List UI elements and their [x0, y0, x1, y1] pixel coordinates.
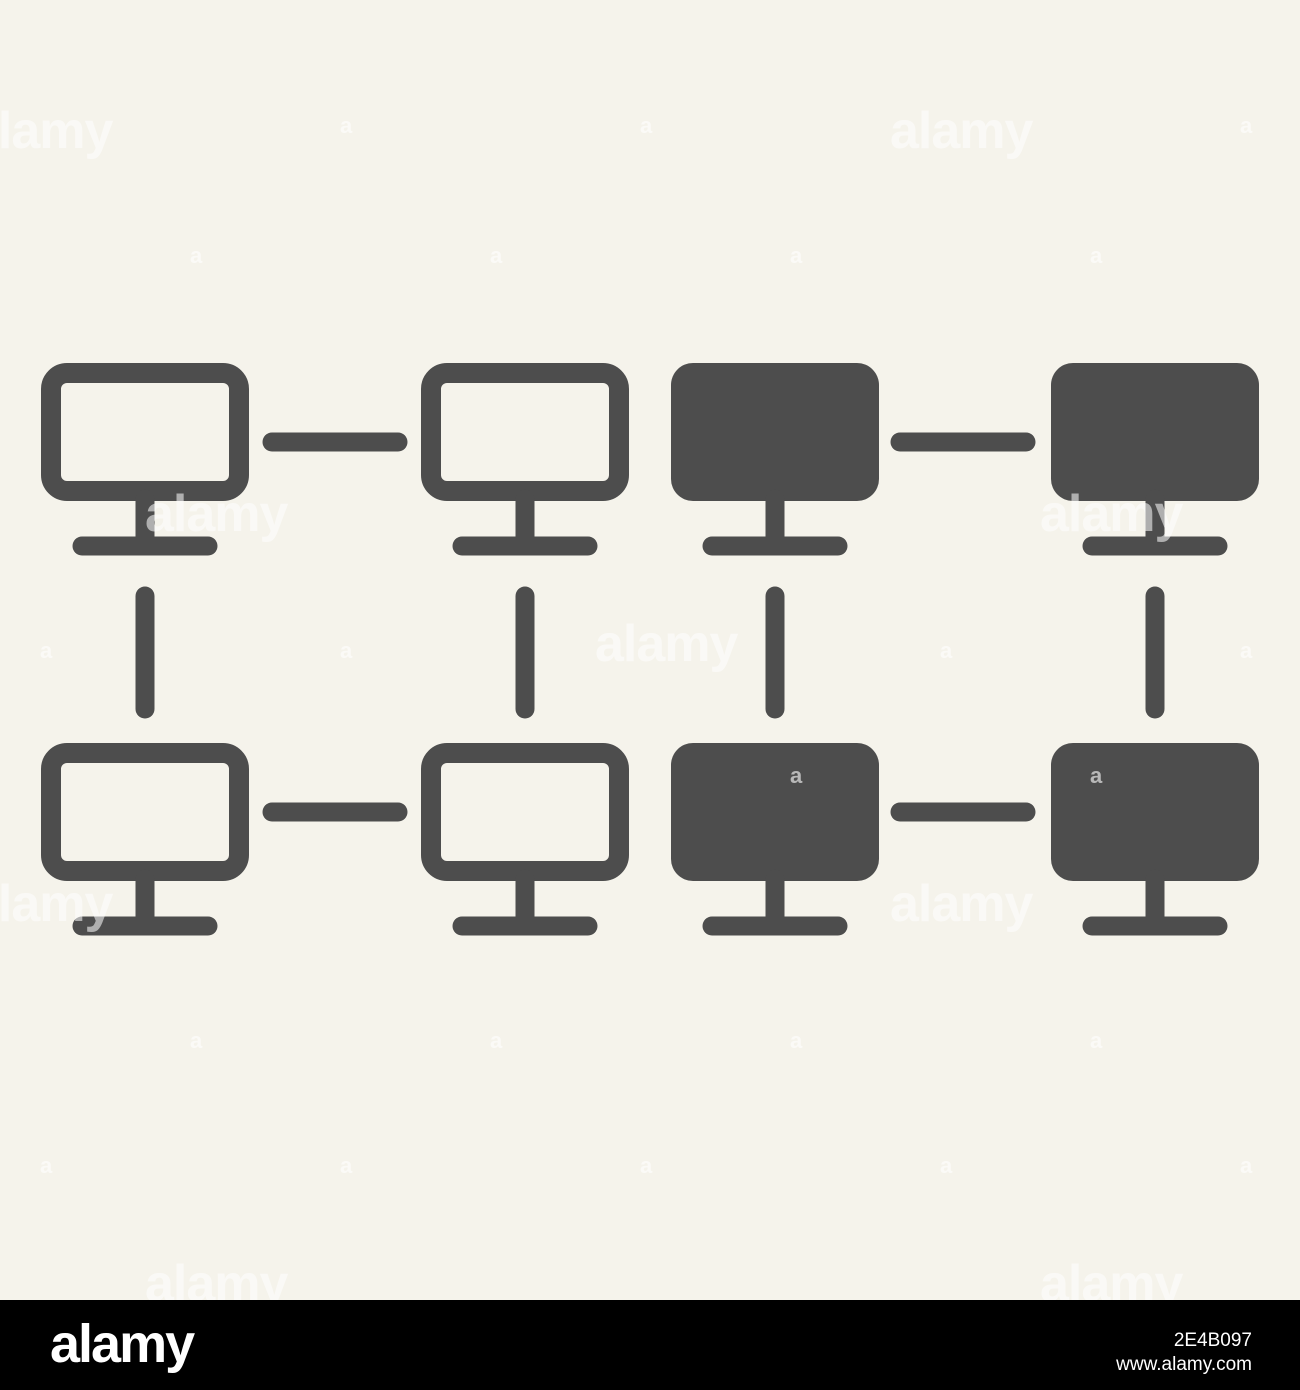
footer-url: www.alamy.com — [1116, 1354, 1252, 1375]
monitor-outline-top-2 — [421, 363, 629, 556]
monitor-screen — [41, 743, 249, 881]
image-id: 2E4B097 — [1173, 1330, 1252, 1351]
alamy-logo: alamy — [50, 1314, 195, 1374]
monitor-screen — [1051, 363, 1259, 501]
monitor-outline-top-1 — [41, 363, 249, 556]
monitor-outline-bottom-1 — [41, 743, 249, 936]
monitor-screen — [671, 743, 879, 881]
monitor-outline-bottom-2 — [421, 743, 629, 936]
footer-bar: alamy 2E4B097 www.alamy.com — [0, 1300, 1300, 1390]
network-illustration — [41, 363, 1259, 936]
monitor-screen — [671, 363, 879, 501]
monitor-screen — [421, 363, 629, 501]
monitor-filled-top-3 — [671, 363, 879, 556]
monitor-filled-bottom-3 — [671, 743, 879, 936]
monitor-screen — [1051, 743, 1259, 881]
monitor-screen — [421, 743, 629, 881]
monitor-screen — [41, 363, 249, 501]
monitor-filled-top-4 — [1051, 363, 1259, 556]
image-canvas: alamyalamyalamyalamyalamyalamyalamyalamy… — [0, 105, 1259, 1300]
monitor-filled-bottom-4 — [1051, 743, 1259, 936]
